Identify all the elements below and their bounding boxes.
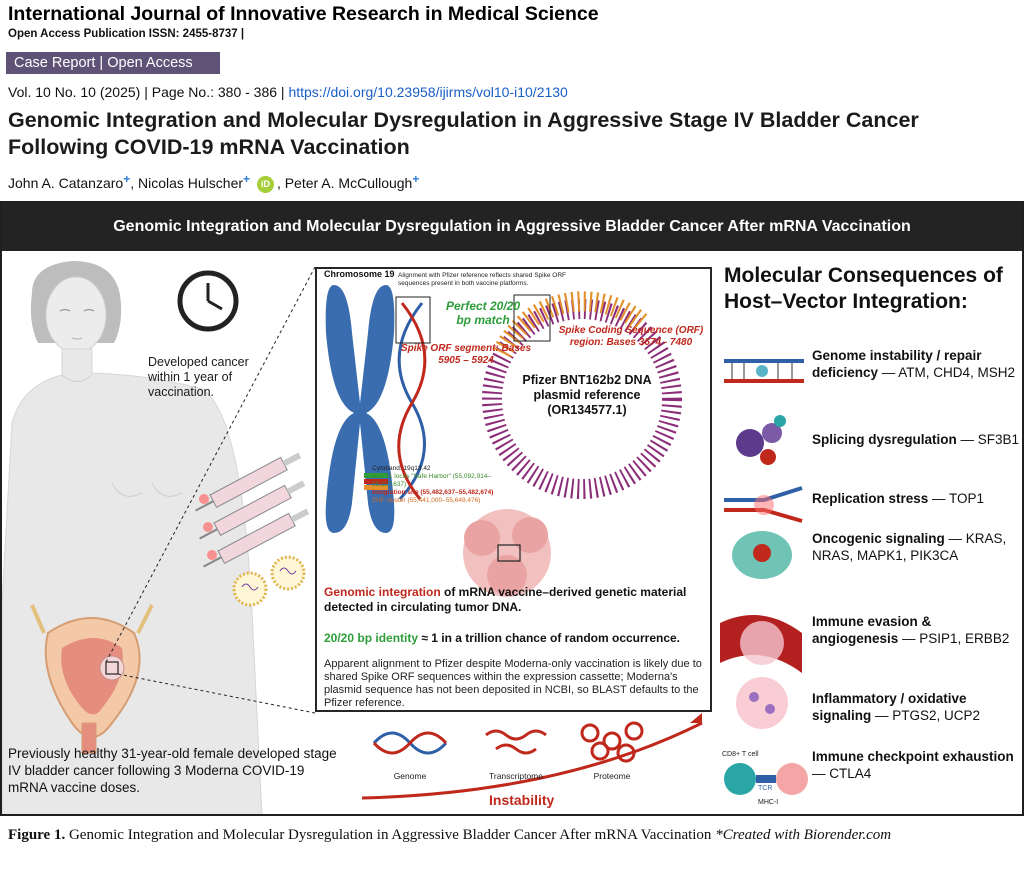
chromosome-icon xyxy=(325,285,395,533)
consequence-heading: Immune evasion & angiogenesis xyxy=(812,614,932,646)
caption-text: Genomic Integration and Molecular Dysreg… xyxy=(65,827,716,843)
article-type-badge: Case Report | Open Access xyxy=(6,52,220,74)
instability-label: Instability xyxy=(489,792,555,808)
genome-icon xyxy=(372,731,448,755)
volume-info: Vol. 10 No. 10 (2025) | Page No.: 380 - … xyxy=(8,84,285,100)
spike-segment-label: Spike ORF segment: Bases 5905 – 5924 xyxy=(400,343,532,366)
proteome-icon xyxy=(580,721,644,763)
consequence-heading: Replication stress xyxy=(812,491,929,506)
author-affiliation-mark: + xyxy=(412,172,420,186)
transcriptome-icon xyxy=(485,729,547,755)
perfect-match-label: Perfect 20/20 bp match xyxy=(445,299,521,327)
consequence-genes: — TOP1 xyxy=(928,491,985,506)
consequence-genes: — PTGS2, UCP2 xyxy=(871,708,981,723)
author-name[interactable]: John A. Catanzaro xyxy=(8,175,124,191)
dna-helix-icon xyxy=(395,296,431,501)
identity-statement: 20/20 bp identity ≈ 1 in a trillion chan… xyxy=(324,631,708,645)
consequence-heading: Immune checkpoint exhaustion xyxy=(812,749,1014,764)
integration-statement: Genomic integration of mRNA vaccine–deri… xyxy=(324,585,708,614)
figure-illustration xyxy=(2,261,808,814)
cytoband-znf-cluster: ZNF cluster (55,441,000–55,649,476) xyxy=(372,497,481,504)
author-affiliation-mark: + xyxy=(243,172,251,186)
journal-title: International Journal of Innovative Rese… xyxy=(8,3,599,25)
consequence-genes: — KRAS, NRAS, MAPK1, PIK3CA xyxy=(812,531,1007,563)
integration-highlight: Genomic integration xyxy=(324,585,441,599)
paper-title: Genomic Integration and Molecular Dysreg… xyxy=(8,108,919,159)
caption-credit: *Created with Biorender.com xyxy=(715,827,892,843)
author-name[interactable]: Nicolas Hulscher xyxy=(137,175,244,191)
consequence-heading: Oncogenic signaling xyxy=(812,531,945,546)
orcid-icon[interactable]: iD xyxy=(256,175,274,193)
integration-rest: of mRNA vaccine–derived genetic material… xyxy=(324,585,687,614)
consequence-item: Immune evasion & angiogenesis — PSIP1, E… xyxy=(812,613,1020,647)
consequence-genes: — CTLA4 xyxy=(812,766,872,781)
mhc-label: MHC-I xyxy=(758,799,779,806)
cytoband-aavs1: AAVS1 locus "Safe Harbor" (55,092,914–55… xyxy=(372,473,492,488)
figure-caption: Figure 1. Genomic Integration and Molecu… xyxy=(8,820,1020,850)
issn-line: Open Access Publication ISSN: 2455-8737 … xyxy=(8,28,245,40)
consequence-item: Inflammatory / oxidative signaling — PTG… xyxy=(812,690,1020,724)
clock-caption: Developed cancer within 1 year of vaccin… xyxy=(148,355,249,399)
consequence-item: Oncogenic signaling — KRAS, NRAS, MAPK1,… xyxy=(812,530,1020,564)
tumor-cell-cluster-icon xyxy=(463,509,551,597)
plasmid-map-icon xyxy=(482,291,682,499)
doi-link[interactable]: https://doi.org/10.23958/ijirms/vol10-i1… xyxy=(288,84,568,100)
caption-label: Figure 1. xyxy=(8,827,66,843)
consequence-item: Splicing dysregulation — SF3B1 xyxy=(812,431,1020,448)
t-cell-label: CD8+ T cell xyxy=(722,751,759,758)
inflammation-icon xyxy=(736,677,788,729)
cytoband-legend: Cytoband: 19q13.42 AAVS1 locus "Safe Har… xyxy=(372,465,522,505)
patient-illustration xyxy=(2,261,263,814)
consequence-heading: Splicing dysregulation xyxy=(812,432,957,447)
integration-panel xyxy=(315,267,712,712)
consequence-heading: Inflammatory / oxidative signaling xyxy=(812,691,967,723)
plasmid-label: Pfizer BNT162b2 DNA plasmid reference (O… xyxy=(522,373,652,417)
dna-break-icon xyxy=(724,359,804,383)
identity-highlight: 20/20 bp identity xyxy=(324,631,419,645)
consequence-heading: Genome instability / repair deficiency xyxy=(812,348,982,380)
tcr-label: TCR xyxy=(758,785,773,792)
clock-icon xyxy=(177,270,239,332)
graphical-abstract: Genomic Integration and Molecular Dysreg… xyxy=(0,201,1024,816)
author-name[interactable]: Peter A. McCullough xyxy=(284,175,413,191)
author-affiliation-mark: + xyxy=(123,172,131,186)
spliceosome-icon xyxy=(736,415,786,465)
consequence-genes: — ATM, CHD4, MSH2 xyxy=(878,365,1016,380)
proteome-label: Proteome xyxy=(593,771,631,781)
cytoband-title: Cytoband: 19q13.42 xyxy=(372,465,431,472)
transcriptome-label: Transcriptome xyxy=(488,771,543,781)
consequence-item: Replication stress — TOP1 xyxy=(812,490,1020,507)
chromosome-label: Chromosome 19 xyxy=(324,269,395,279)
figure-banner: Genomic Integration and Molecular Dysreg… xyxy=(2,203,1022,251)
oncogenic-cell-icon xyxy=(732,531,792,579)
cytoband-integration-site: Integration site (55,482,637–55,482,674) xyxy=(372,489,494,496)
volume-line: Vol. 10 No. 10 (2025) | Page No.: 380 - … xyxy=(8,84,568,100)
t-cell-icon xyxy=(724,763,808,795)
consequence-genes: — SF3B1 xyxy=(956,432,1020,447)
genome-label: Genome xyxy=(393,771,427,781)
moderna-note: Apparent alignment to Pfizer despite Mod… xyxy=(324,658,702,709)
syringe-icon xyxy=(195,452,310,568)
consequence-genes: — PSIP1, ERBB2 xyxy=(898,631,1010,646)
spike-region-label: Spike Coding Sequence (ORF) region: Base… xyxy=(558,325,704,348)
consequence-item: Genome instability / repair deficiency —… xyxy=(812,347,1020,381)
blood-vessel-icon xyxy=(720,615,802,673)
patient-caption: Previously healthy 31-year-old female de… xyxy=(8,746,337,795)
replication-fork-icon xyxy=(724,486,803,523)
instability-arrow-icon xyxy=(361,713,703,800)
identity-rest: ≈ 1 in a trillion chance of random occur… xyxy=(418,631,681,645)
consequences-title: Molecular Consequences of Host–Vector In… xyxy=(724,264,1003,313)
author-list: John A. Catanzaro+, Nicolas Hulscher+ iD… xyxy=(8,172,420,193)
bladder-icon xyxy=(30,266,316,754)
lipid-nanoparticle-icon xyxy=(232,555,306,607)
alignment-note: Alignment with Pfizer reference reflects… xyxy=(398,272,566,287)
consequence-item: Immune checkpoint exhaustion — CTLA4 xyxy=(812,748,1020,782)
